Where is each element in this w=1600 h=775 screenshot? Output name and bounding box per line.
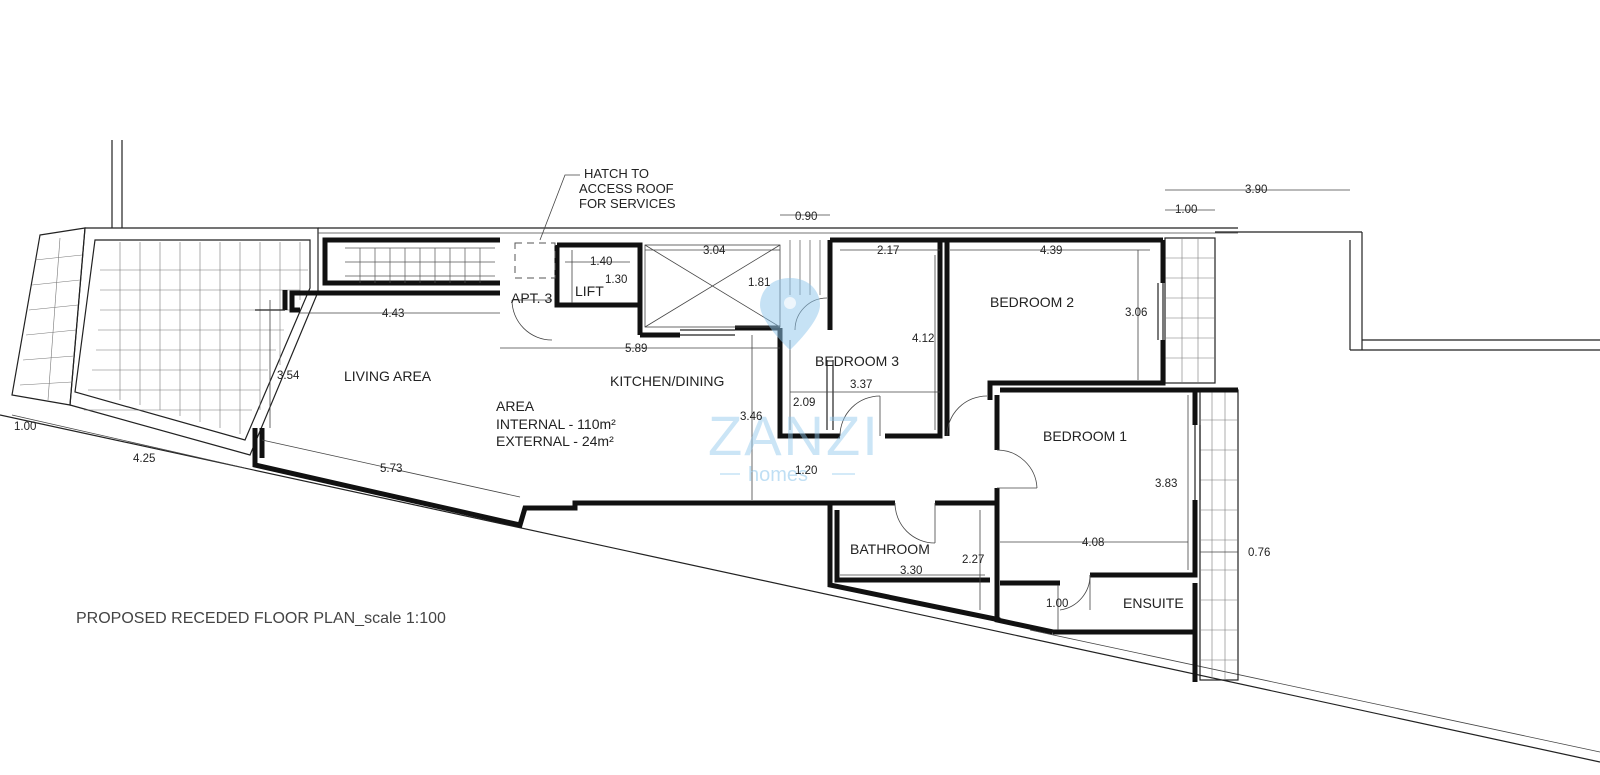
room-kitchen-dining: KITCHEN/DINING <box>610 373 724 389</box>
room-lift: LIFT <box>575 283 604 299</box>
dim-2-09: 2.09 <box>793 397 815 409</box>
dim-4-08: 4.08 <box>1082 537 1104 549</box>
site-boundary <box>0 227 1600 763</box>
room-bedroom-3: BEDROOM 3 <box>815 353 899 369</box>
area-internal: INTERNAL - 110m² <box>496 416 616 432</box>
roof-hatch <box>514 174 580 279</box>
dim-1-20: 1.20 <box>795 465 817 477</box>
plan-title: PROPOSED RECEDED FLOOR PLAN_scale 1:100 <box>76 610 446 627</box>
windows <box>255 283 1201 500</box>
dim-1-00-top: 1.00 <box>1175 204 1197 216</box>
room-bedroom-2: BEDROOM 2 <box>990 294 1074 310</box>
dim-5-73: 5.73 <box>380 463 402 475</box>
hatch-note-line-1: HATCH TO <box>584 166 649 181</box>
area-external: EXTERNAL - 24m² <box>496 433 614 449</box>
watermark: ZANZI homes <box>708 278 880 486</box>
dimension-lines <box>11 189 1350 630</box>
dim-3-90: 3.90 <box>1245 184 1267 196</box>
dim-3-06: 3.06 <box>1125 307 1147 319</box>
watermark-brand: ZANZI <box>708 404 880 467</box>
hatch-note-line-2: ACCESS ROOF <box>579 181 674 196</box>
walls <box>252 237 1238 682</box>
hatch-note-line-3: FOR SERVICES <box>579 196 676 211</box>
dim-2-17: 2.17 <box>877 245 899 257</box>
dim-3-37: 3.37 <box>850 379 872 391</box>
left-terrace <box>11 140 319 456</box>
terrace-tile-grid <box>84 242 308 434</box>
dim-3-46: 3.46 <box>740 411 762 423</box>
dim-4-43: 4.43 <box>382 308 404 320</box>
dim-4-25: 4.25 <box>133 453 155 465</box>
room-apt-3: APT. 3 <box>511 290 552 306</box>
dim-1-30: 1.30 <box>605 274 627 286</box>
dim-1-00-left: 1.00 <box>14 421 36 433</box>
dim-4-39: 4.39 <box>1040 245 1062 257</box>
dim-2-27: 2.27 <box>962 554 984 566</box>
location-pin-icon <box>760 278 820 350</box>
dim-0-76: 0.76 <box>1248 547 1270 559</box>
dim-0-90: 0.90 <box>795 211 817 223</box>
watermark-sub: homes <box>748 464 808 486</box>
room-bedroom-1: BEDROOM 1 <box>1043 428 1127 444</box>
dim-4-12: 4.12 <box>912 333 934 345</box>
room-ensuite: ENSUITE <box>1123 595 1184 611</box>
right-terrace <box>1164 237 1239 681</box>
dim-3-04: 3.04 <box>703 245 726 257</box>
dim-1-81: 1.81 <box>748 277 770 289</box>
dim-3-83: 3.83 <box>1155 478 1177 490</box>
dim-1-00-ensuite: 1.00 <box>1046 598 1068 610</box>
dim-1-40: 1.40 <box>590 256 612 268</box>
room-living-area: LIVING AREA <box>344 368 432 384</box>
dim-5-89: 5.89 <box>625 343 647 355</box>
room-bathroom: BATHROOM <box>850 541 930 557</box>
area-heading: AREA <box>496 398 535 414</box>
dim-3-30: 3.30 <box>900 565 922 577</box>
dim-3-54: 3.54 <box>277 370 300 382</box>
